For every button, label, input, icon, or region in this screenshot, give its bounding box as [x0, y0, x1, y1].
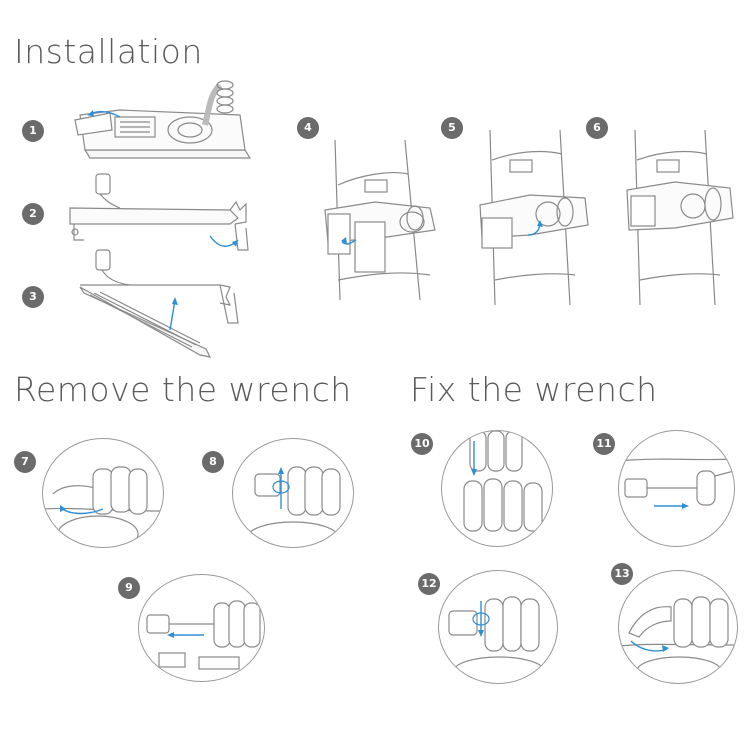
- step-5-badge: 5: [441, 117, 463, 139]
- step-5-illustration: [479, 129, 589, 306]
- step-6-badge: 6: [586, 117, 608, 139]
- step-1-badge: 1: [22, 120, 44, 142]
- step-9-circle: [138, 574, 265, 682]
- step-3-badge: 3: [22, 286, 44, 308]
- step-2-illustration: [69, 173, 249, 251]
- step-7-badge: 7: [14, 451, 36, 473]
- step-11-circle: [618, 430, 735, 547]
- step-4-badge: 4: [297, 117, 319, 139]
- fix-wrench-heading: Fix the wrench: [410, 370, 658, 409]
- step-11-badge: 11: [593, 433, 615, 455]
- step-10-circle: [441, 430, 553, 547]
- step-13-circle: [618, 570, 738, 684]
- step-7-circle: [42, 438, 164, 548]
- step-6-illustration: [626, 129, 734, 306]
- step-13-badge: 13: [611, 563, 633, 585]
- step-9-badge: 9: [118, 577, 140, 599]
- step-4-illustration: [324, 139, 436, 301]
- step-10-badge: 10: [411, 433, 433, 455]
- step-8-circle: [232, 438, 354, 548]
- step-12-circle: [438, 570, 558, 684]
- remove-wrench-heading: Remove the wrench: [14, 370, 352, 409]
- installation-heading: Installation: [14, 32, 203, 71]
- step-3-illustration: [79, 249, 239, 358]
- step-1-illustration: [74, 80, 252, 159]
- step-2-badge: 2: [22, 203, 44, 225]
- step-8-badge: 8: [202, 451, 224, 473]
- step-12-badge: 12: [418, 573, 440, 595]
